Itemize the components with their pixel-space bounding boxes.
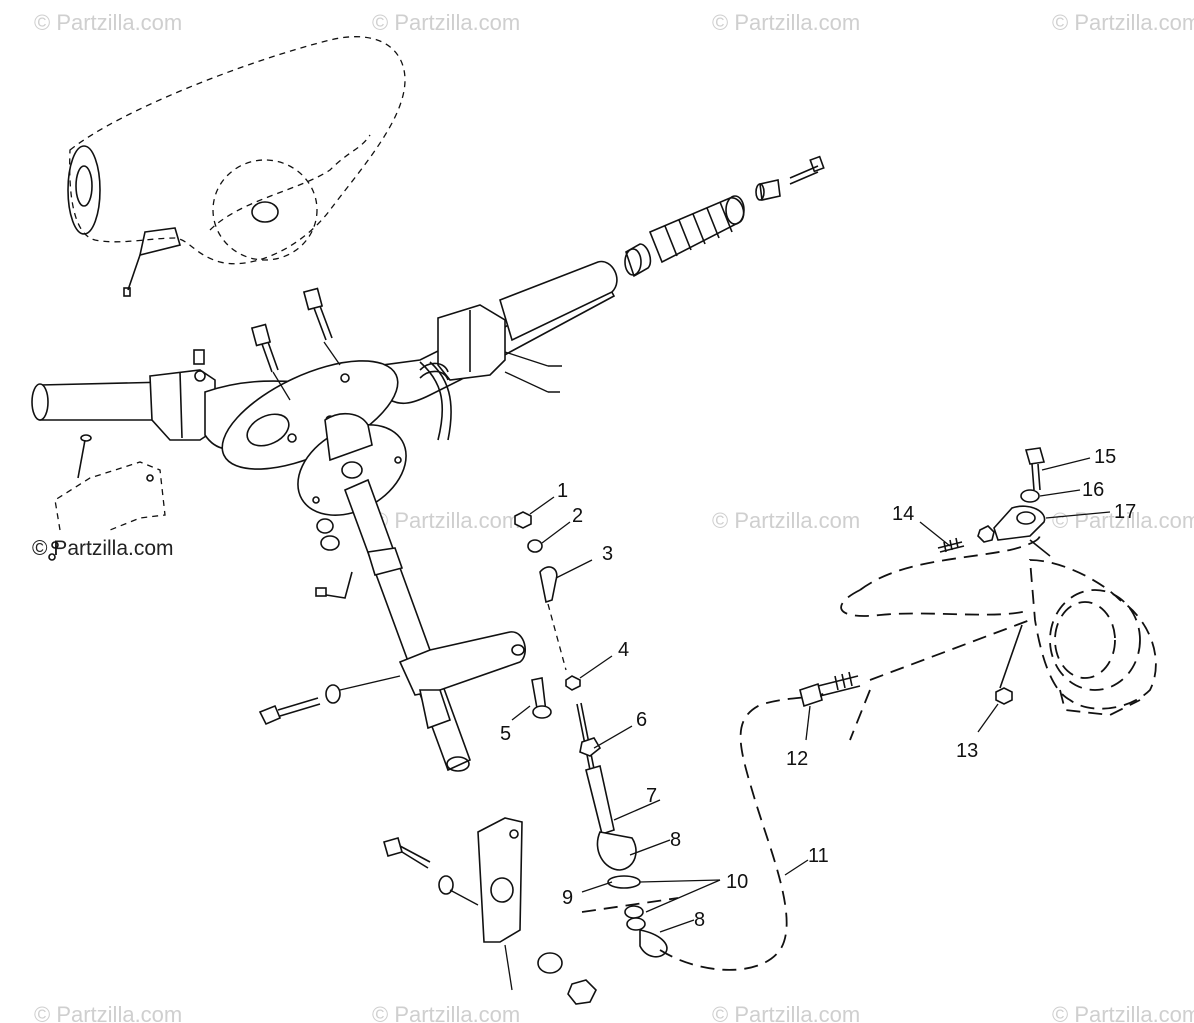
callout-3: 3 [602,543,613,565]
callout-4: 4 [618,639,629,661]
watermark: © Partzilla.com [712,1002,860,1023]
handlebar-bolts [193,287,562,401]
throttle-cable [659,534,1041,971]
callout-1: 1 [557,480,568,502]
callout-8-lower: 8 [694,909,705,931]
callout-6: 6 [636,709,647,731]
callout-10: 10 [726,871,748,893]
callout-7: 7 [646,785,657,807]
callout-2: 2 [572,505,583,527]
watermark: © Partzilla.com [372,10,520,35]
watermark: © Partzilla.com [372,508,520,533]
callout-15: 15 [1094,446,1116,468]
callout-9: 9 [562,887,573,909]
watermark: © Partzilla.com [1052,10,1194,35]
watermark: © Partzilla.com [1052,508,1194,533]
carburetor [995,539,1157,716]
leader-lines [511,457,1111,933]
callout-12: 12 [786,748,808,770]
callout-14: 14 [892,503,914,525]
steering-post [48,412,597,1005]
throttle-linkage [514,511,679,958]
handlebar [31,260,618,470]
callout-11: 11 [808,845,829,867]
callout-16: 16 [1082,479,1104,501]
adjuster-parts [937,447,1046,553]
watermark: © Partzilla.com [712,10,860,35]
watermark-dark: © Partzilla.com [32,537,174,560]
watermark-group: © Partzilla.com © Partzilla.com © Partzi… [32,10,1194,1023]
callout-labels: 1 2 3 4 5 6 7 8 9 10 11 12 13 14 15 16 1… [500,446,1136,931]
callout-8: 8 [670,829,681,851]
grip [624,155,825,278]
watermark: © Partzilla.com [34,10,182,35]
callout-13: 13 [956,740,978,762]
callout-17: 17 [1114,501,1136,523]
handlebar-cover [67,36,406,297]
watermark: © Partzilla.com [712,508,860,533]
callout-5: 5 [500,723,511,745]
watermark: © Partzilla.com [372,1002,520,1023]
watermark: © Partzilla.com [34,1002,182,1023]
watermark: © Partzilla.com [1052,1002,1194,1023]
